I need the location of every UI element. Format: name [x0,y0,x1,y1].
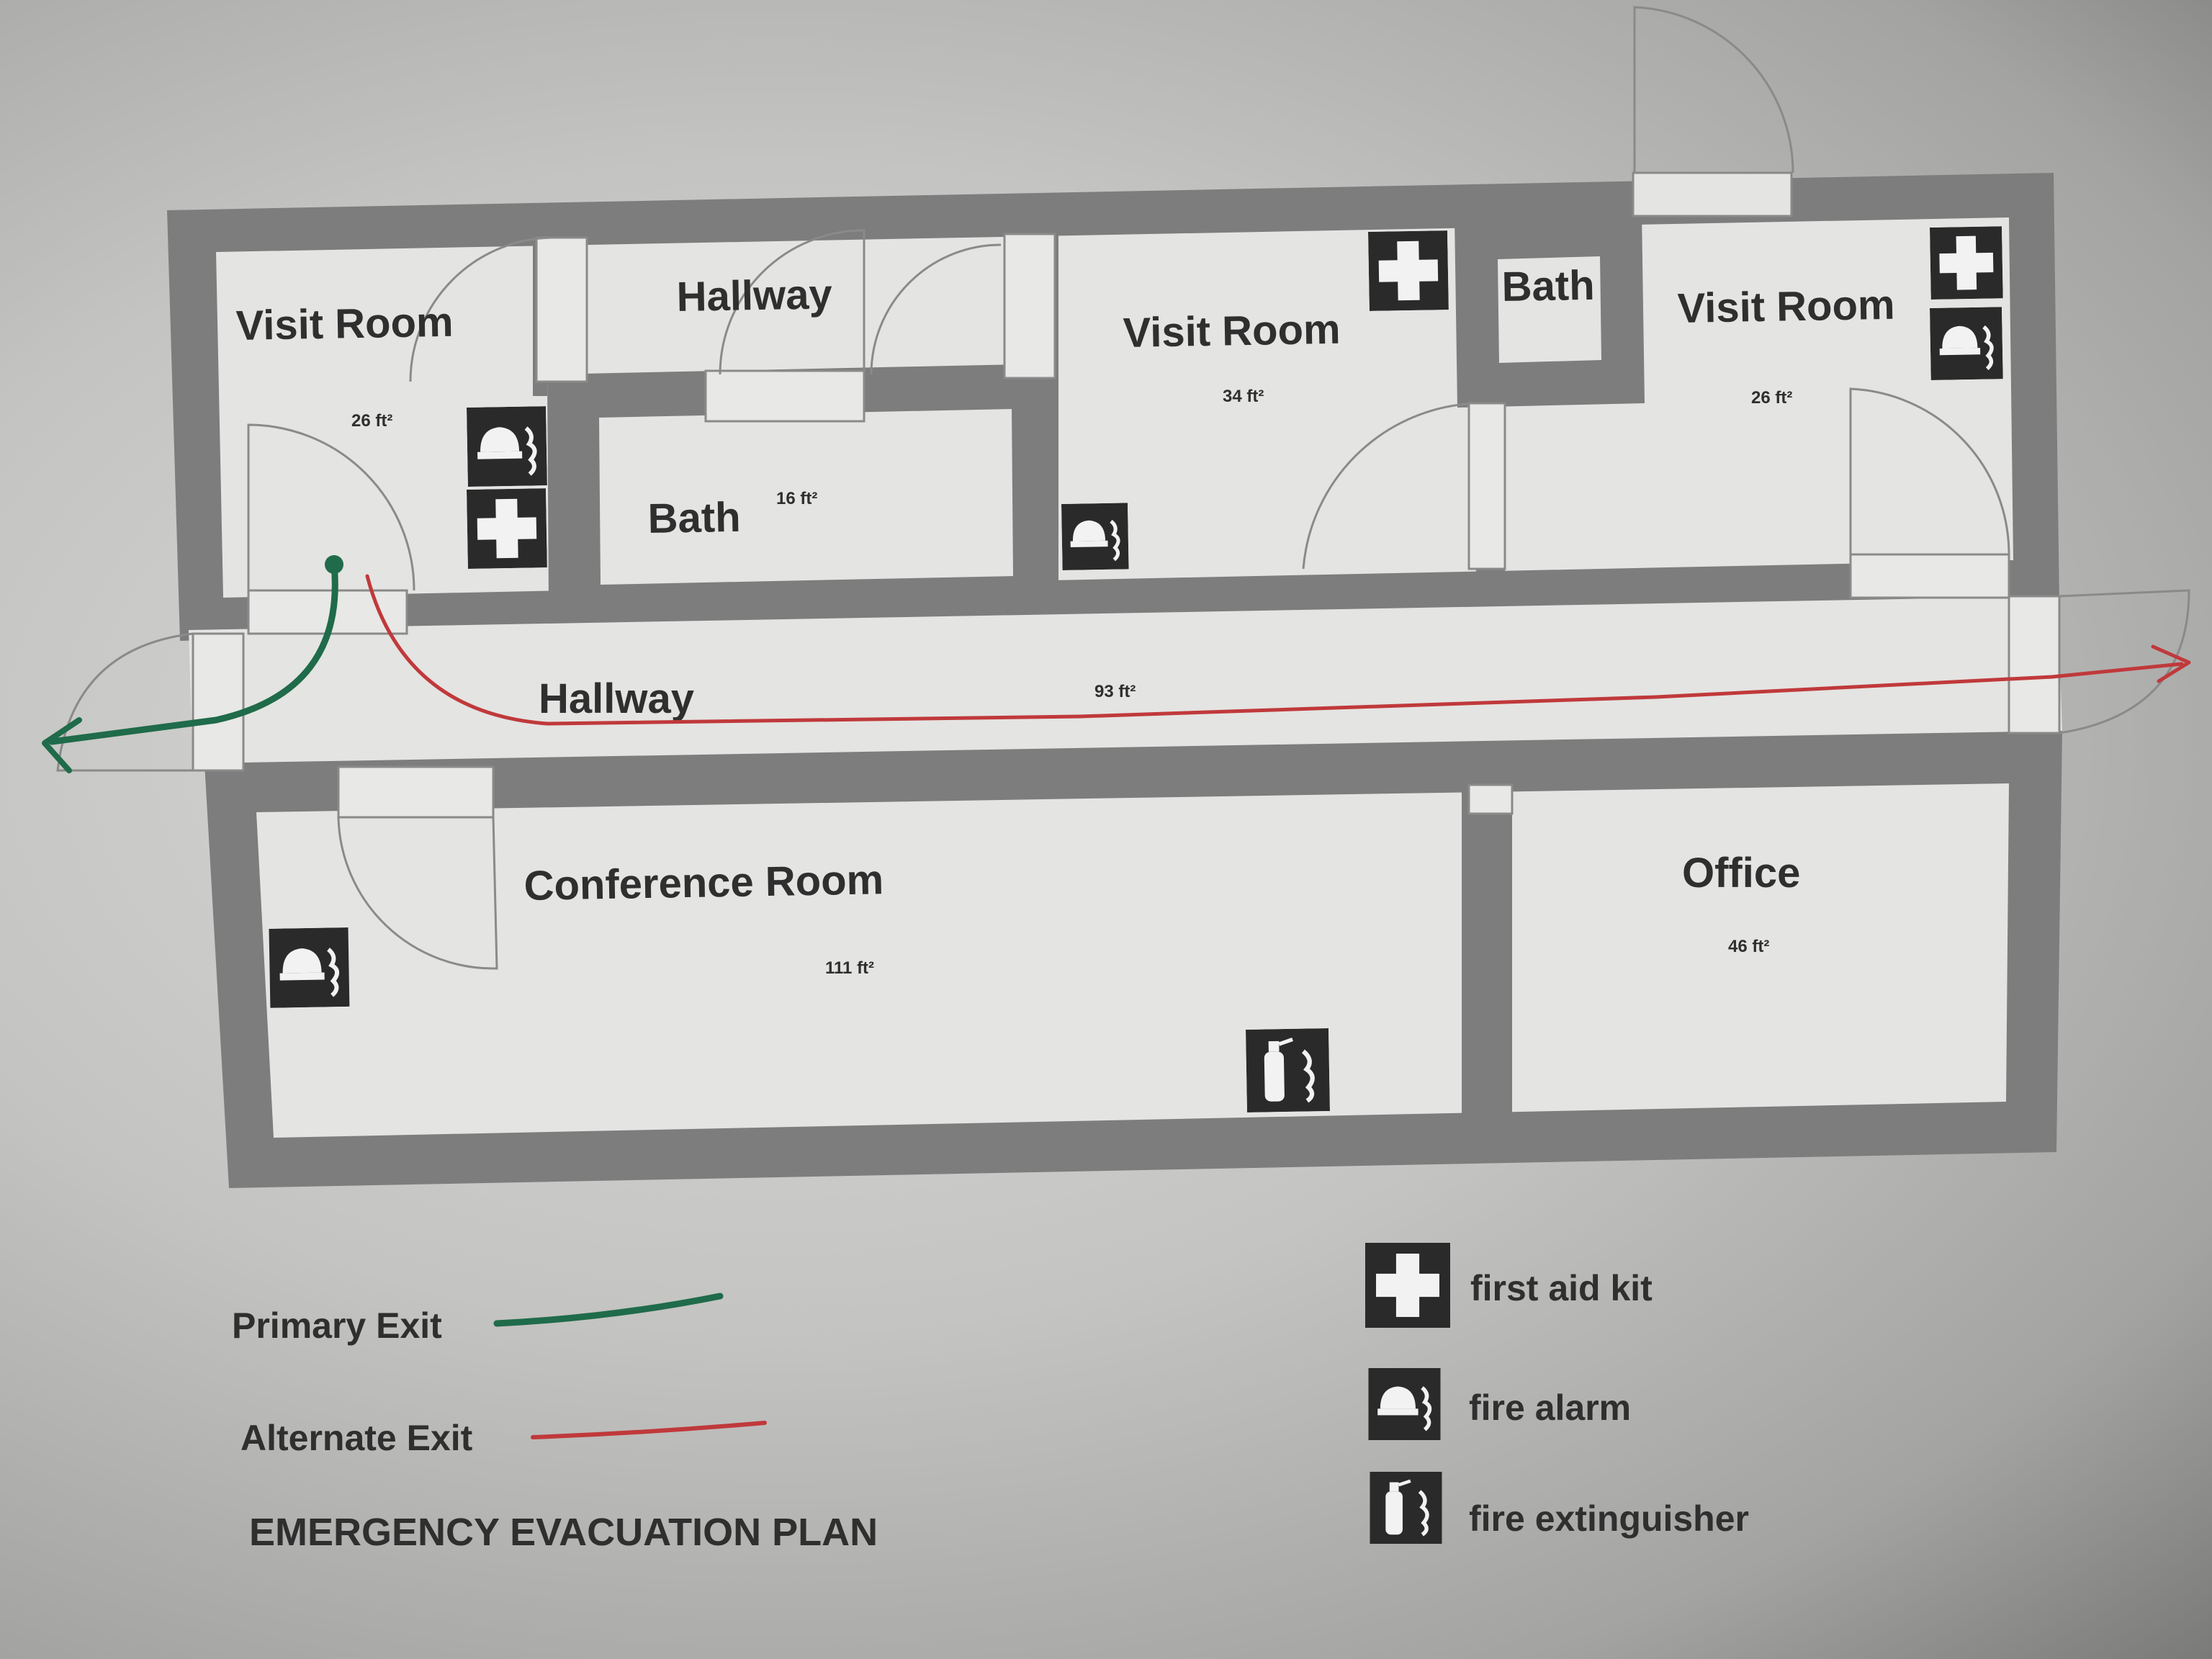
fire-alarm-icon [1061,503,1129,570]
bath-1-area: 16 ft² [776,489,817,508]
bath-1-label: Bath [647,494,741,542]
conference-room-area: 111 ft² [825,958,874,978]
first-aid-icon [1368,230,1449,311]
bath1-floor [599,409,1013,585]
hallway-left-door-frame [192,632,245,772]
visit1-door-swing [247,423,415,591]
fire-alarm-icon [1930,307,2003,380]
conference-door-frame [337,765,495,819]
visit-room-3-label: Visit Room [1677,282,1895,332]
bath1-door-frame [704,369,866,423]
alternate-exit-route [365,574,2184,726]
exit-routes [42,555,2191,773]
doors [56,6,2190,970]
fire-alarm-icon [269,927,349,1008]
hallway-left-door-swing [56,632,194,772]
visit-room-3-area: 26 ft² [1751,388,1792,408]
fire-extinguisher-icon [1370,1472,1442,1544]
office-divider-wall [1462,785,1512,1116]
primary-exit-arrowhead [42,717,82,773]
office-area: 46 ft² [1728,937,1769,956]
hallway-top-doorway-left [535,236,588,383]
first-aid-icon [1930,226,2003,300]
visit3-door-frame [1849,553,2010,599]
bath-2-label: Bath [1501,262,1595,310]
hallway-main-area: 93 ft² [1094,682,1136,701]
office-door-frame [1467,783,1514,815]
visit-room-2-area: 34 ft² [1223,387,1264,406]
hallway-top-door-swing [870,243,1002,375]
bath2-floor [1498,256,1601,363]
fire-alarm-icon [1369,1368,1441,1440]
visit2-door-frame [1467,402,1506,570]
fire-alarm-icon [467,406,547,487]
fire-alarm-legend-label: fire alarm [1469,1388,1631,1428]
visit3-door-swing [1849,387,2010,555]
hallway-floor [189,596,2062,770]
fire-extinguisher-legend-label: fire extinguisher [1469,1498,1749,1539]
first-aid-icon [467,488,547,569]
visit-room-1-label: Visit Room [235,299,454,349]
primary-exit-legend-label: Primary Exit [232,1305,442,1346]
legend: Primary Exit Alternate Exit EMERGENCY EV… [232,1243,1749,1554]
visit1-upper-door-swing [409,236,555,382]
top-exterior-door-frame [1632,171,1793,217]
top-exterior-door-swing [1633,6,1794,174]
bottom-block-floor [256,783,2009,1138]
plan-title: EMERGENCY EVACUATION PLAN [249,1511,878,1554]
hallway-top-doorway-right [1003,233,1056,379]
visit-room-2-label: Visit Room [1123,306,1341,356]
visit2-door-swing [1302,402,1484,570]
hallway-top-label: Hallway [676,271,832,320]
room-labels: Visit Room 26 ft² Hallway Bath 16 ft² Vi… [235,262,1895,978]
visit-room-1-area: 26 ft² [351,411,392,431]
conference-door-swing [337,817,498,970]
primary-exit-legend-line [493,1292,724,1327]
first-aid-icon [1365,1243,1450,1328]
conference-room-label: Conference Room [523,856,884,909]
first-aid-legend-label: first aid kit [1470,1268,1653,1308]
bath1-door-swing [719,229,866,375]
building-walls [167,173,2062,1188]
alternate-exit-legend-label: Alternate Exit [240,1418,473,1458]
fire-extinguisher-icon [1246,1028,1330,1112]
alternate-exit-arrowhead [2151,644,2191,683]
hallway-right-door-swing [2059,589,2190,734]
office-label: Office [1682,850,1800,896]
hallway-main-label: Hallway [539,675,694,722]
hallway-right-door-frame [2008,595,2061,734]
primary-exit-route [48,561,338,745]
alternate-exit-legend-line [531,1421,767,1439]
